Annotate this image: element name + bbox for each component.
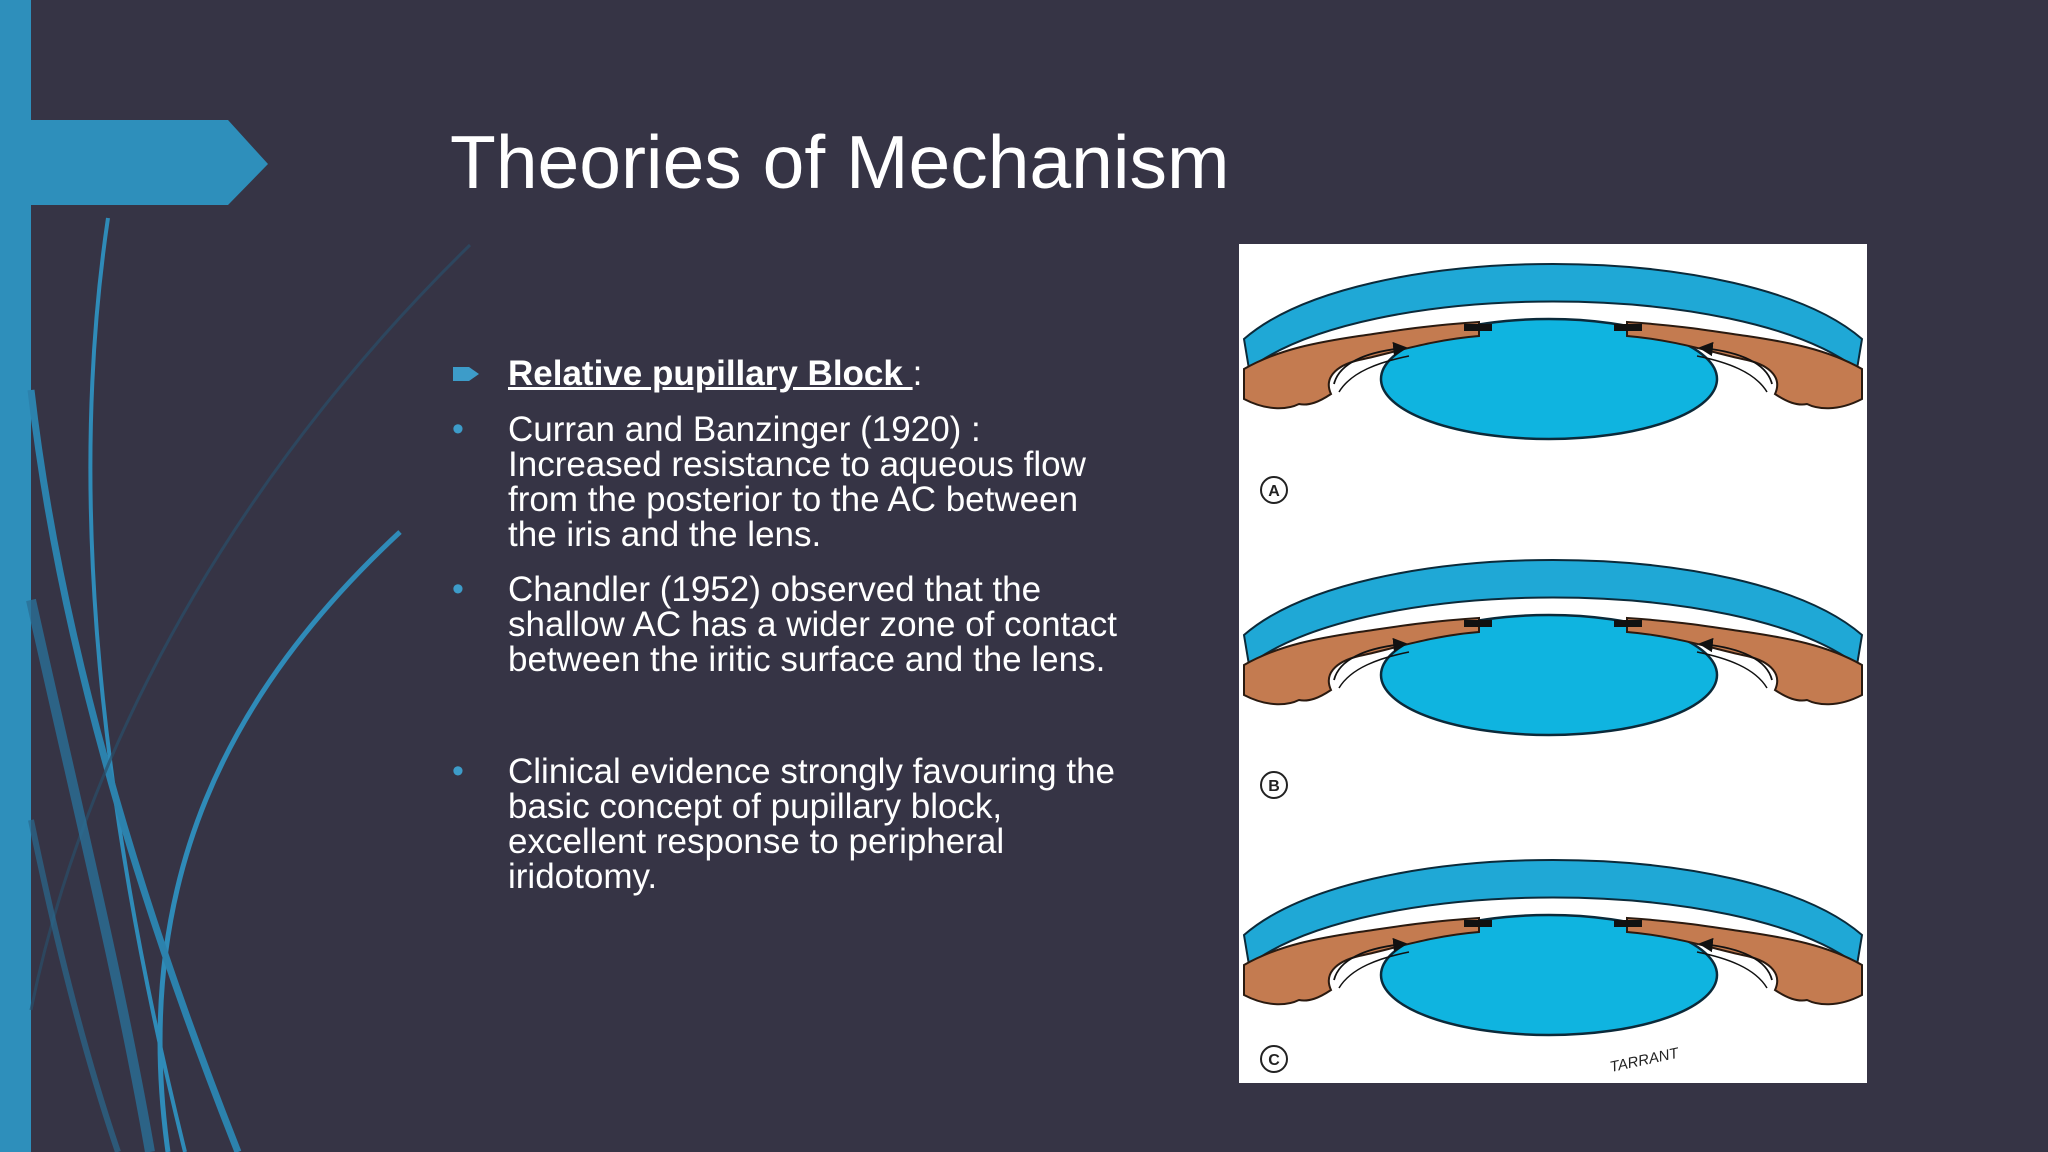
bullet-dot-icon: • [452,752,464,790]
title-arrow-tab [31,120,268,205]
arrow-bullet-icon [453,367,479,381]
bullet-line: from the posterior to the AC between [508,480,1079,519]
accent-curve-5 [26,598,155,1152]
accent-curve-2 [157,530,402,1152]
accent-curve-1 [88,217,187,1152]
bullet-line: Increased resistance to aqueous flow [508,445,1086,484]
svg-text:B: B [1268,778,1280,795]
bullet-line: the iris and the lens. [508,515,822,554]
artist-signature: TARRANT [1608,1044,1682,1076]
bullet-line: Clinical evidence strongly favouring the [508,752,1115,791]
heading-text: Relative pupillary Block [508,354,913,393]
slide-title: Theories of Mechanism [450,120,1230,204]
eye-diagram-figure: A B C TARRANT [1239,244,1867,1083]
left-accent-bar [0,0,31,1152]
bullet-item: • Curran and Banzinger (1920) : Increase… [448,410,1178,554]
bullet-line: shallow AC has a wider zone of contact [508,605,1117,644]
bullet-line: Curran and Banzinger (1920) : [508,410,981,449]
heading-colon: : [912,354,923,393]
accent-curve-4 [29,243,472,1011]
panel-label-a: A [1260,476,1288,504]
bullet-line: between the iritic surface and the lens. [508,640,1106,679]
bullet-item: • Chandler (1952) observed that the shal… [448,570,1178,679]
eye-panel-b [1244,560,1862,735]
accent-curve-6 [28,819,121,1152]
eye-panel-c [1244,860,1862,1035]
bullet-line: basic concept of pupillary block, [508,787,1003,826]
slide-content: Relative pupillary Block : • Curran and … [448,356,1178,894]
svg-text:C: C [1268,1052,1280,1069]
panel-label-b: B [1260,771,1288,799]
bullet-item: • Clinical evidence strongly favouring t… [448,752,1178,896]
bullet-line: Chandler (1952) observed that the [508,570,1042,609]
accent-curve-3 [27,389,242,1152]
eye-diagram: A B C TARRANT [1239,244,1867,1076]
bullet-dot-icon: • [452,410,464,448]
bullet-line: iridotomy. [508,857,658,896]
panel-label-c: C [1260,1045,1288,1073]
heading-item: Relative pupillary Block : [448,356,1178,391]
bullet-dot-icon: • [452,570,464,608]
svg-text:A: A [1268,483,1280,500]
eye-panel-a [1244,264,1862,439]
bullet-line: excellent response to peripheral [508,822,1005,861]
